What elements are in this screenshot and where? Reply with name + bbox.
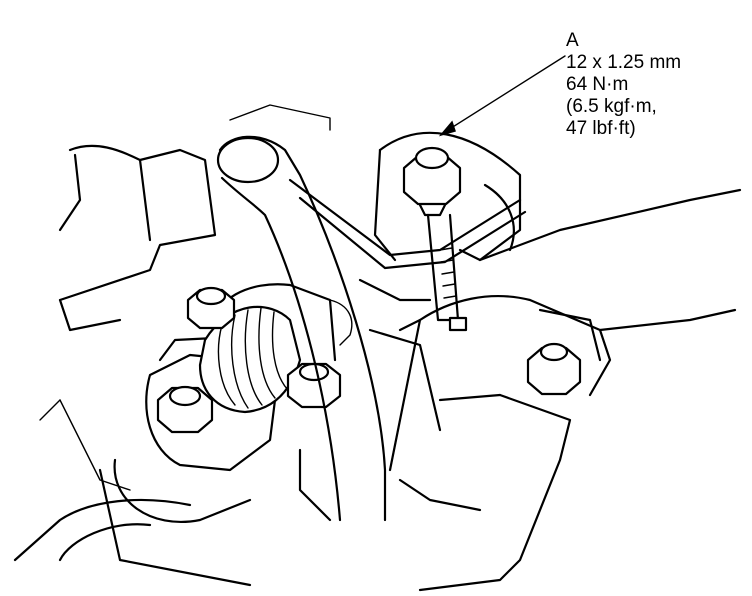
callout-a: A 12 x 1.25 mm 64 N·m (6.5 kgf·m, 47 lbf… — [566, 30, 681, 140]
bolt-lower-left — [156, 385, 214, 434]
stay-rod — [288, 178, 527, 270]
callout-letter: A — [566, 30, 579, 51]
bolt-center — [286, 362, 342, 409]
bolt-a — [402, 146, 468, 332]
torque-lbf-label: 47 lbf·ft) — [566, 118, 636, 139]
bolt-size-label: 12 x 1.25 mm — [566, 52, 682, 73]
engine-block-outline — [13, 104, 331, 562]
leader-arrow — [438, 55, 566, 137]
torque-kgf-label: (6.5 kgf·m, — [566, 96, 657, 117]
torque-nm-label: 64 N·m — [566, 74, 629, 95]
hose — [216, 135, 387, 522]
mount-boot — [198, 305, 302, 414]
right-bracket — [298, 131, 742, 592]
bolt-right — [526, 342, 582, 396]
bolt-upper-left — [186, 286, 236, 330]
